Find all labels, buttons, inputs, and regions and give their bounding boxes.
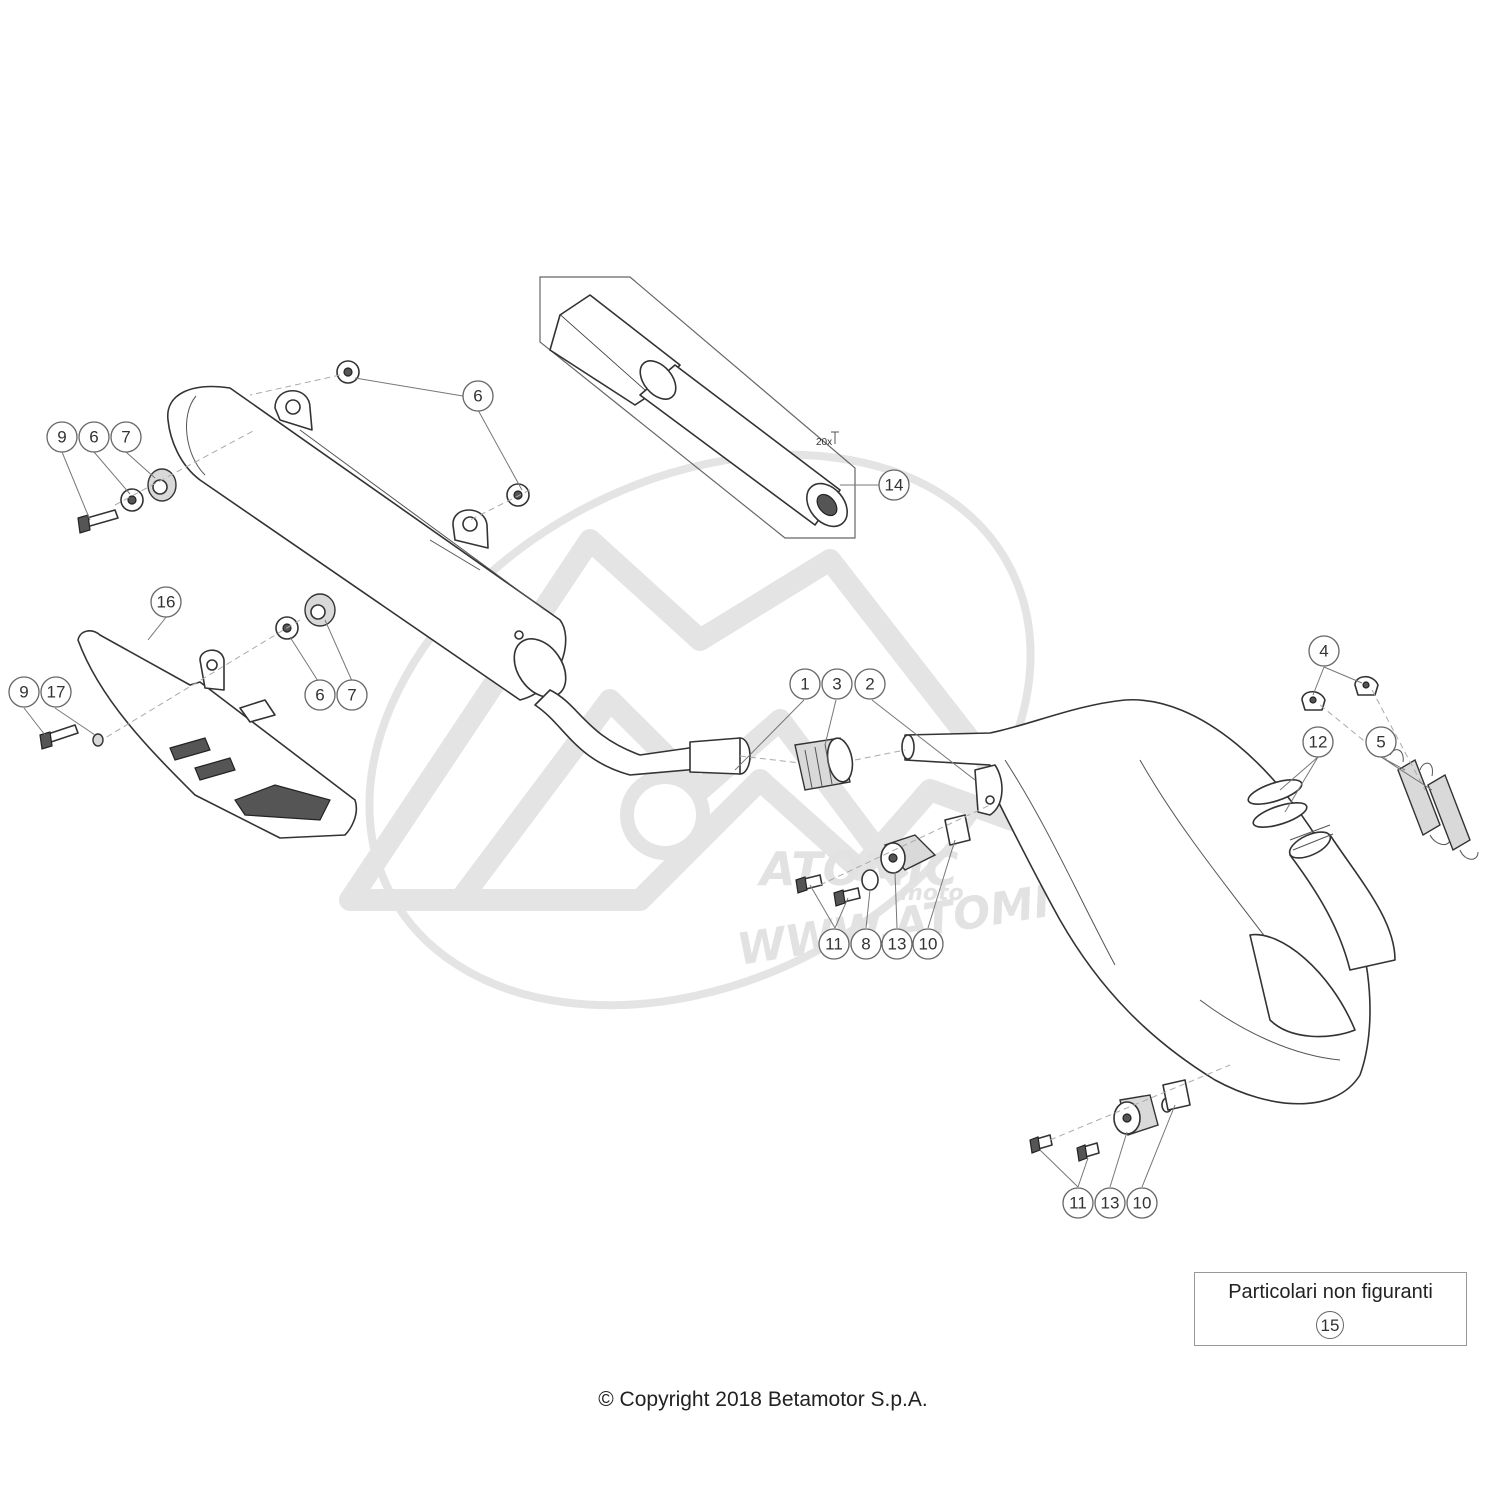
callout-11-center[interactable]: 11 [818, 928, 850, 960]
callout-leaders [23, 377, 1433, 1188]
svg-text:3: 3 [832, 675, 841, 694]
washer-17 [92, 733, 104, 747]
non-illustrated-parts-box: Particolari non figuranti 15 [1194, 1272, 1467, 1346]
svg-text:14: 14 [885, 476, 904, 495]
svg-text:9: 9 [57, 428, 66, 447]
rubber-sleeve [794, 737, 854, 791]
svg-text:10: 10 [919, 935, 938, 954]
callout-9-lower[interactable]: 9 [8, 676, 40, 708]
svg-text:1: 1 [800, 675, 809, 694]
springs [1389, 749, 1479, 860]
callout-6-lower[interactable]: 6 [304, 679, 336, 711]
svg-text:2: 2 [865, 675, 874, 694]
svg-text:10: 10 [1133, 1194, 1152, 1213]
svg-text:11: 11 [1069, 1194, 1087, 1213]
callout-6-upper-left[interactable]: 6 [78, 421, 110, 453]
chamber-mount-tab [974, 764, 1003, 816]
kit-frame [539, 276, 856, 539]
callout-11-lower[interactable]: 11 [1062, 1187, 1094, 1219]
callout-7-upper[interactable]: 7 [110, 421, 142, 453]
callout-10-lower[interactable]: 10 [1126, 1187, 1158, 1219]
callout-1[interactable]: 1 [789, 668, 821, 700]
non-illustrated-parts-label: Particolari non figuranti [1228, 1281, 1433, 1303]
svg-text:4: 4 [1319, 642, 1328, 661]
callout-9-upper[interactable]: 9 [46, 421, 78, 453]
svg-text:7: 7 [347, 686, 356, 705]
watermark-sub: moto [900, 881, 964, 906]
svg-text:5: 5 [1376, 733, 1385, 752]
svg-text:13: 13 [1101, 1194, 1120, 1213]
callout-15[interactable]: 15 [1316, 1311, 1344, 1339]
svg-text:16: 16 [157, 593, 176, 612]
callout-7-lower[interactable]: 7 [336, 679, 368, 711]
svg-text:7: 7 [121, 428, 130, 447]
fasteners-lower [1029, 1079, 1191, 1162]
packing-kit-group: 20x [539, 276, 856, 539]
kit-screw-icon [831, 431, 839, 444]
callout-10-center[interactable]: 10 [912, 928, 944, 960]
link-pipe [534, 689, 751, 776]
svg-text:12: 12 [1309, 733, 1328, 752]
fasteners-center [795, 814, 971, 907]
kit-screw-qty: 20x [816, 437, 832, 448]
callout-2[interactable]: 2 [854, 668, 886, 700]
callout-16[interactable]: 16 [150, 586, 182, 618]
callout-13-lower[interactable]: 13 [1094, 1187, 1126, 1219]
assembly-axes [104, 374, 1426, 1141]
svg-text:13: 13 [888, 935, 907, 954]
callout-5[interactable]: 5 [1365, 726, 1397, 758]
copyright-notice: © Copyright 2018 Betamotor S.p.A. [598, 1388, 928, 1411]
callout-13-center[interactable]: 13 [881, 928, 913, 960]
heat-shield [77, 630, 358, 839]
o-rings [1247, 779, 1308, 828]
svg-text:17: 17 [47, 683, 66, 702]
svg-text:6: 6 [89, 428, 98, 447]
callout-3[interactable]: 3 [821, 668, 853, 700]
svg-text:6: 6 [315, 686, 324, 705]
callout-4[interactable]: 4 [1308, 635, 1340, 667]
silencer [167, 385, 567, 701]
svg-text:8: 8 [861, 935, 870, 954]
fasteners-left [39, 360, 530, 750]
callout-14[interactable]: 14 [878, 469, 910, 501]
svg-text:11: 11 [825, 935, 843, 954]
callout-8[interactable]: 8 [850, 928, 882, 960]
svg-text:9: 9 [19, 683, 28, 702]
callout-17[interactable]: 17 [40, 676, 72, 708]
callout-6-top[interactable]: 6 [462, 380, 494, 412]
svg-text:6: 6 [473, 387, 482, 406]
callouts: 9 6 7 6 14 16 6 7 9 17 1 3 2 4 12 5 11 8… [8, 380, 1397, 1219]
callout-12[interactable]: 12 [1302, 726, 1334, 758]
